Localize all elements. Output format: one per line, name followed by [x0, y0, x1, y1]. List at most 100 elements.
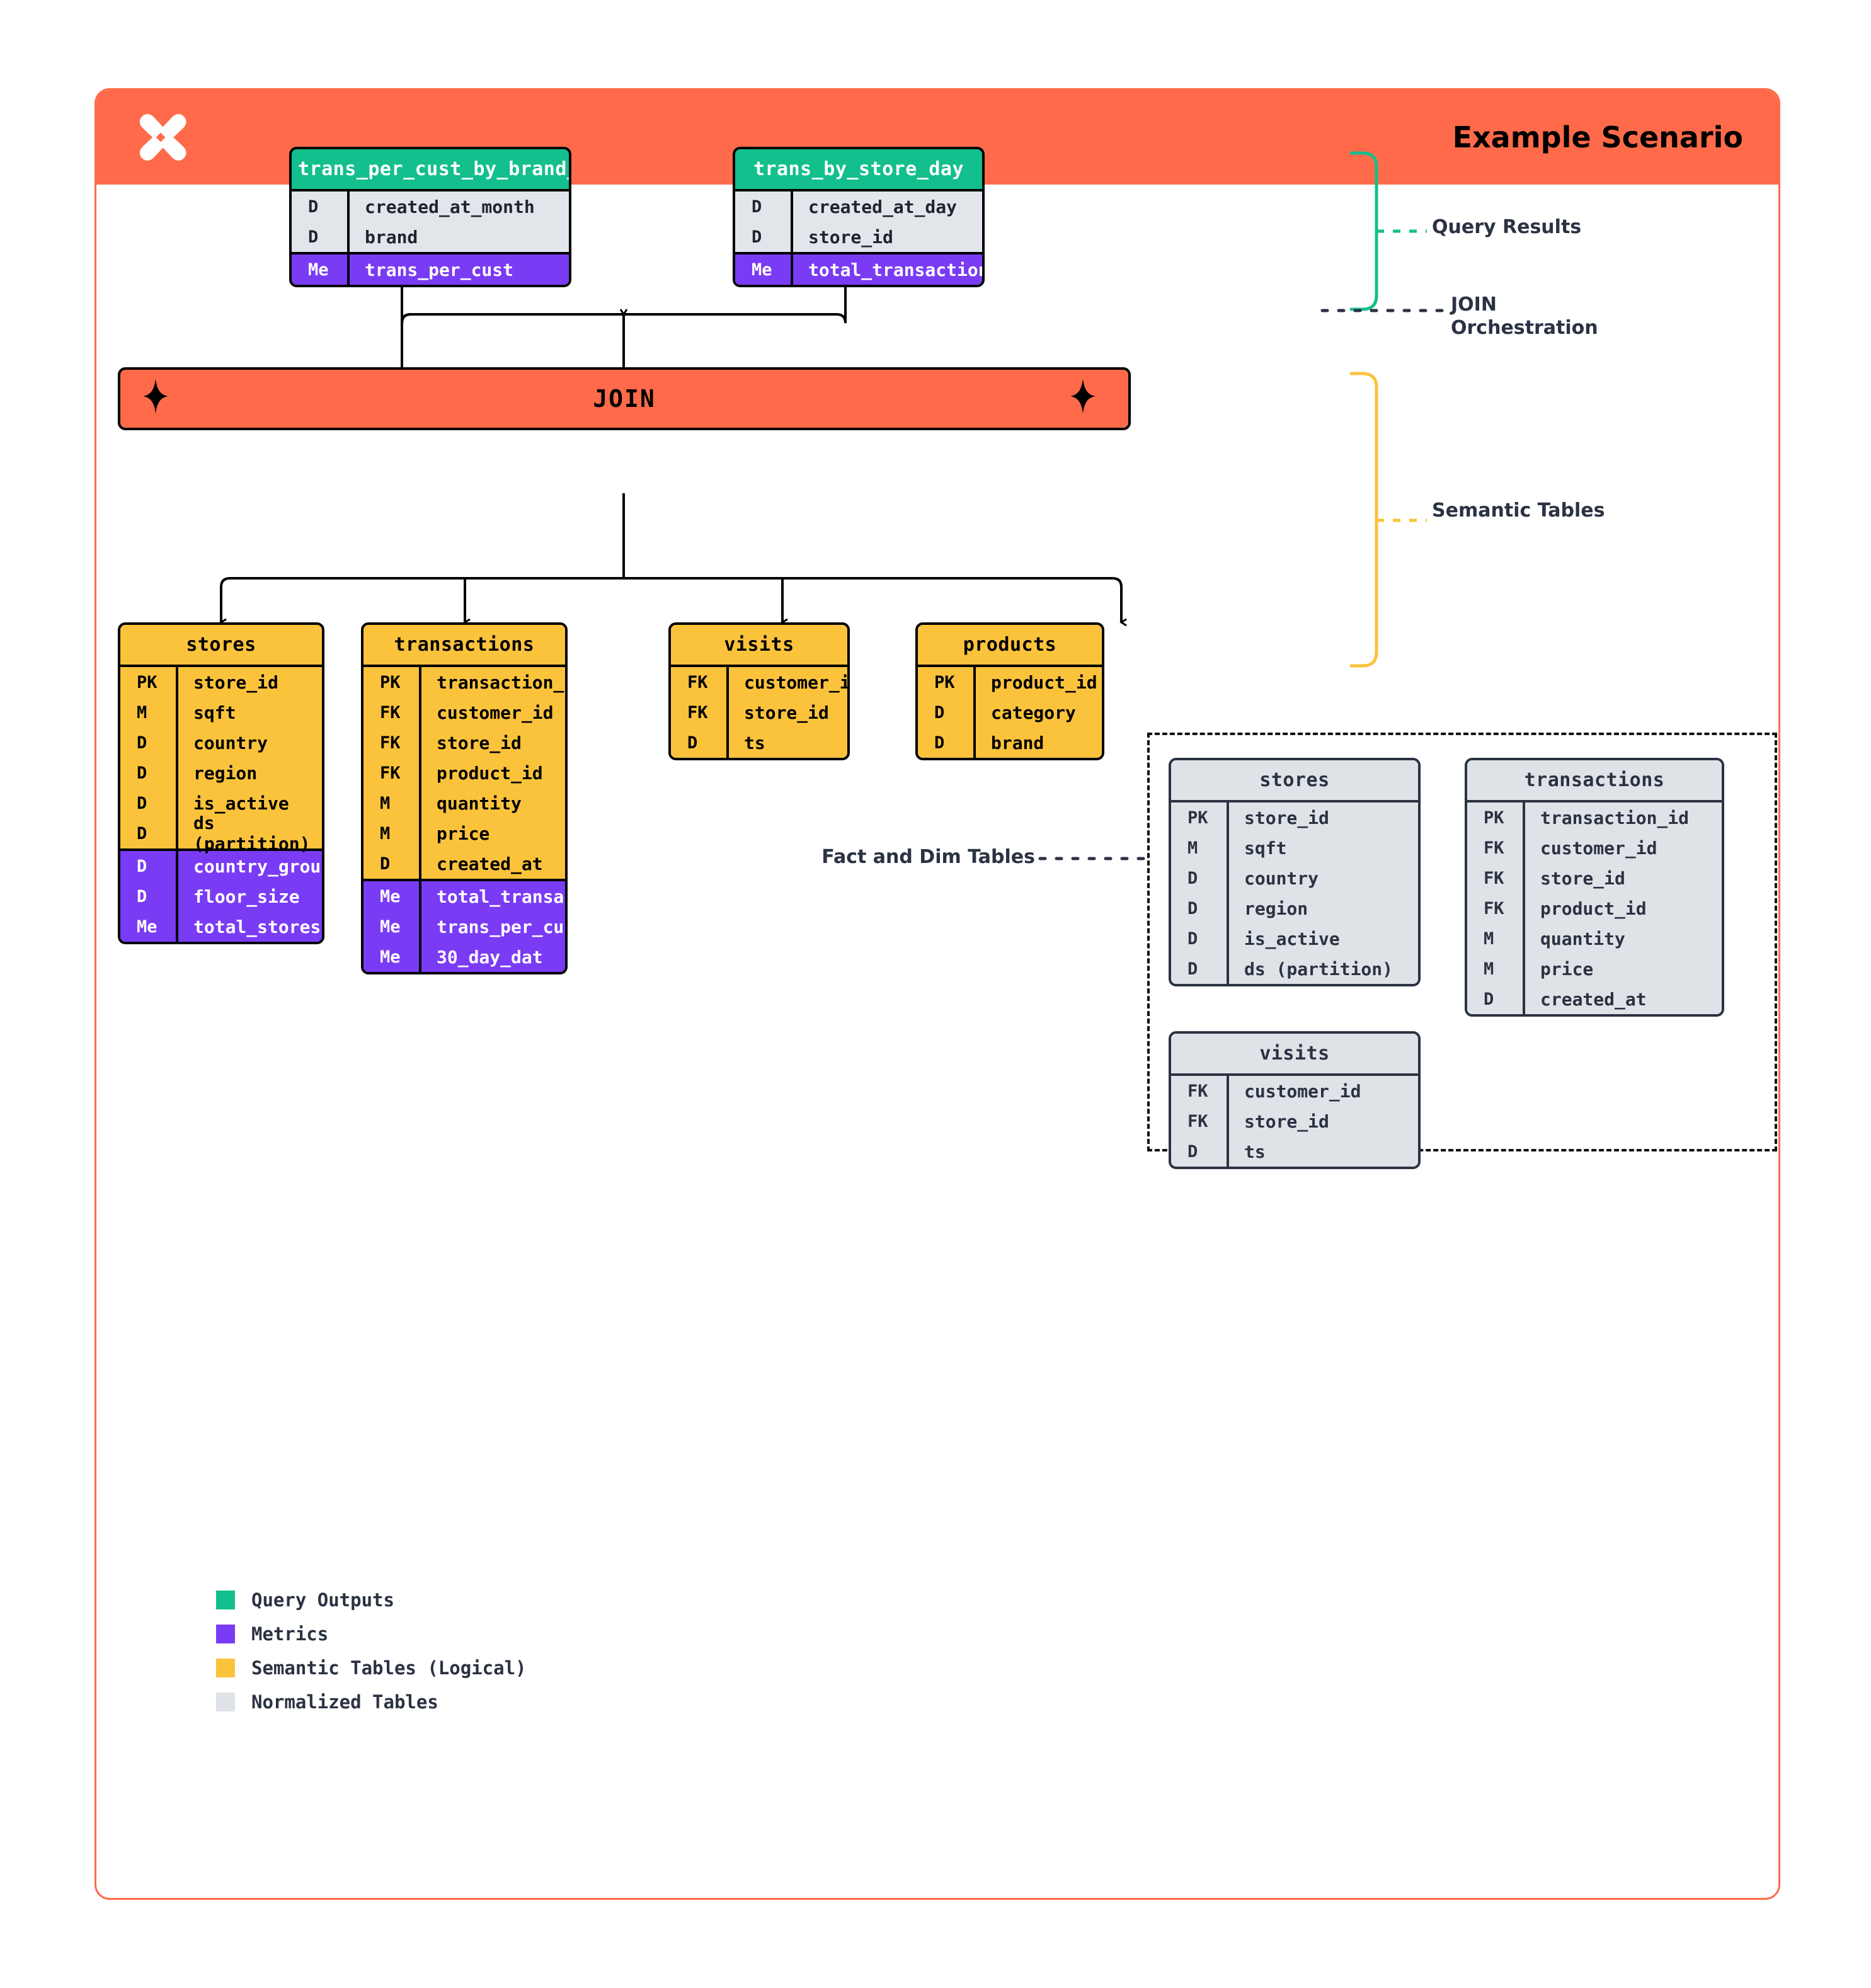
row-tag: FK — [1484, 868, 1504, 888]
table-row[interactable]: D store_id — [735, 222, 982, 252]
dimension-section: D created_at_month D brand — [292, 189, 569, 252]
query-result-table-trans-by-store-day[interactable]: trans_by_store_day D created_at_day D st… — [733, 147, 985, 287]
table-title: transactions — [363, 625, 565, 665]
row-tag: D — [380, 854, 391, 874]
row-tag: Me — [137, 917, 157, 937]
legend: Query Outputs Metrics Semantic Tables (L… — [216, 1583, 527, 1719]
row-column: store_id — [1227, 803, 1418, 833]
row-column: ds (partition) — [1227, 954, 1418, 984]
row-tag: M — [1484, 928, 1494, 949]
row-tag: Me — [752, 260, 772, 280]
annotation-join-line2: Orchestration — [1451, 316, 1598, 339]
legend-item: Query Outputs — [216, 1583, 527, 1617]
annotation-semantic-tables: Semantic Tables — [1432, 500, 1605, 523]
table-row[interactable]: Me total_transactions — [735, 254, 982, 285]
row-tag: M — [380, 823, 391, 843]
row-tag: FK — [380, 733, 401, 753]
row-tag: D — [137, 763, 147, 783]
row-column: country — [1227, 863, 1418, 893]
legend-item: Metrics — [216, 1617, 527, 1651]
table-row[interactable]: Me trans_per_cust — [292, 254, 569, 285]
row-column: total_stores — [176, 911, 322, 942]
row-tag: M — [137, 702, 147, 723]
row-column: store_id — [1227, 1106, 1418, 1136]
table-row[interactable]: Me total_stores — [120, 911, 322, 942]
row-tag: Me — [380, 947, 401, 967]
join-orchestration-bar[interactable]: JOIN — [118, 367, 1131, 430]
row-column: 30_day_dat — [419, 942, 565, 972]
table-row[interactable]: D brand — [292, 222, 569, 252]
table-row[interactable]: D created_at_day — [735, 191, 982, 222]
table-row[interactable]: D created_at_month — [292, 191, 569, 222]
legend-label: Query Outputs — [251, 1589, 394, 1611]
row-column: brand — [973, 728, 1102, 758]
row-tag: PK — [1484, 808, 1504, 828]
row-tag: FK — [1484, 838, 1504, 858]
annotation-fact-dim: Fact and Dim Tables — [821, 846, 1035, 868]
annotation-join-orchestration: JOIN Orchestration — [1451, 294, 1598, 340]
row-tag: Me — [380, 886, 401, 906]
row-tag: D — [1187, 959, 1198, 979]
legend-label: Semantic Tables (Logical) — [251, 1657, 527, 1679]
legend-item: Normalized Tables — [216, 1685, 527, 1719]
row-tag: D — [137, 733, 147, 753]
row-tag: PK — [934, 672, 955, 692]
table-title: transactions — [1467, 760, 1722, 800]
query-result-table-trans-per-cust-by-brand-month[interactable]: trans_per_cust_by_brand_month D created_… — [289, 147, 571, 287]
row-tag: FK — [687, 672, 708, 692]
row-column: transaction_id — [419, 667, 565, 697]
row-tag: D — [1484, 989, 1494, 1009]
row-tag: D — [137, 856, 147, 876]
row-column: product_id — [419, 758, 565, 788]
row-tag: D — [752, 197, 762, 217]
table-row[interactable]: Me 30_day_dat — [363, 942, 565, 972]
